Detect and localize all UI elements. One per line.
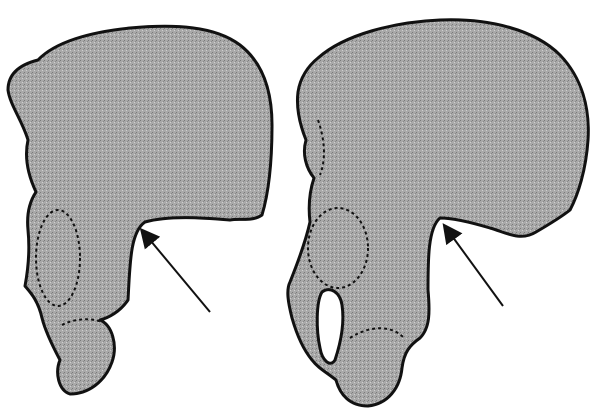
right-pelvis bbox=[288, 20, 588, 406]
left-pelvis bbox=[8, 26, 272, 394]
left-arrow-icon bbox=[150, 240, 210, 312]
right-arrow-icon bbox=[452, 236, 503, 306]
left-ilium-shape bbox=[8, 26, 272, 394]
